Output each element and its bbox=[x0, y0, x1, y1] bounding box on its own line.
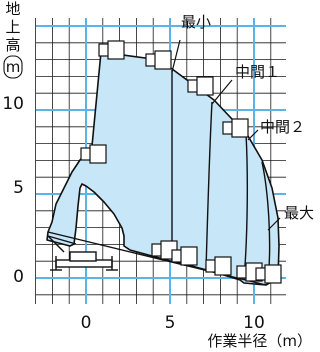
y-axis-title-char-1: 地 bbox=[5, 0, 20, 18]
bucket-top-left bbox=[98, 40, 125, 60]
y-tick-label-10: 10 bbox=[2, 94, 24, 114]
bucket-left-mid bbox=[80, 144, 107, 164]
bucket-mid1 bbox=[187, 76, 214, 96]
callout-pointer-mid1 bbox=[211, 79, 233, 105]
y-tick-label-5: 5 bbox=[13, 178, 24, 198]
callout-pointer-min bbox=[171, 39, 181, 73]
callout-mid1: 中間１ bbox=[235, 63, 280, 81]
x-tick-label-0: 0 bbox=[81, 313, 92, 333]
y-axis-title-char-2: 上 bbox=[5, 18, 20, 36]
x-tick-label-10: 10 bbox=[243, 313, 265, 333]
y-tick-label-0: 0 bbox=[13, 267, 24, 287]
bucket-bottom-5 bbox=[255, 264, 282, 284]
bucket-mid2 bbox=[222, 118, 249, 138]
y-axis-unit: m bbox=[3, 55, 23, 79]
bucket-bottom-3 bbox=[205, 256, 232, 276]
callout-pointer-mid2 bbox=[247, 129, 259, 141]
y-axis-unit-text: m bbox=[6, 58, 21, 76]
y-axis-title-char-3: 高 bbox=[5, 36, 20, 54]
callout-pointer-max bbox=[267, 217, 281, 231]
callout-mid2: 中間２ bbox=[260, 118, 305, 136]
x-tick-label-5: 5 bbox=[165, 313, 176, 333]
callout-max: 最大 bbox=[284, 204, 314, 222]
sector-line-mid2 bbox=[243, 133, 249, 281]
bucket-bottom-2 bbox=[171, 246, 198, 266]
boom-base-line bbox=[47, 231, 267, 286]
x-axis-title: 作業半径（m） bbox=[207, 332, 312, 350]
bucket-top-mid bbox=[145, 50, 172, 70]
callout-min: 最小 bbox=[181, 13, 211, 31]
sector-line-mid1 bbox=[205, 101, 213, 271]
vehicle-chassis-icon bbox=[47, 235, 118, 271]
